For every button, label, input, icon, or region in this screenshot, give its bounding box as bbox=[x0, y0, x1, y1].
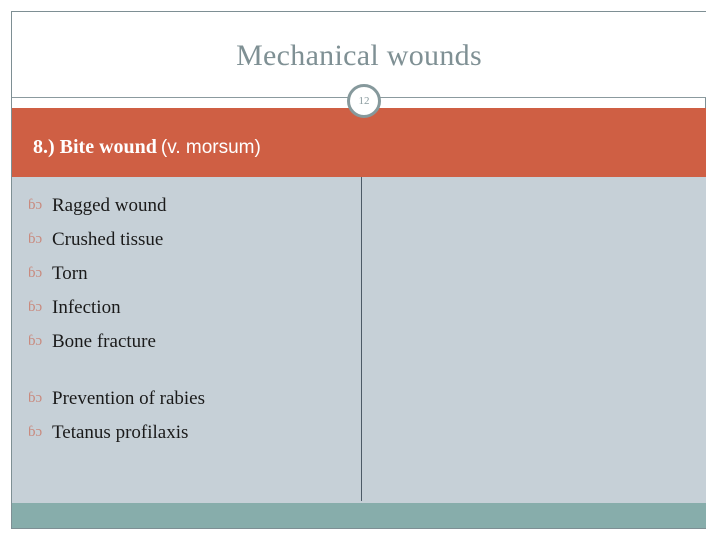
section-heading-latin: (v. morsum) bbox=[160, 137, 261, 158]
list-item: ɓɔ Tetanus profilaxis bbox=[26, 418, 346, 447]
bullet-marker-icon: ɓɔ bbox=[28, 299, 43, 315]
list-item-label: Bone fracture bbox=[52, 331, 156, 352]
list-item-label: Tetanus profilaxis bbox=[52, 422, 189, 443]
list-item: ɓɔ Infection bbox=[26, 293, 346, 322]
list-item-label: Ragged wound bbox=[52, 195, 167, 216]
list-item: ɓɔ Prevention of rabies bbox=[26, 384, 346, 413]
list-item: ɓɔ Torn bbox=[26, 259, 346, 288]
footer-bar bbox=[12, 503, 706, 528]
list-item-label: Infection bbox=[52, 297, 121, 318]
page-number-label: 12 bbox=[358, 95, 370, 107]
list-item-label: Crushed tissue bbox=[52, 229, 164, 250]
bullet-marker-icon: ɓɔ bbox=[28, 197, 43, 213]
column-divider bbox=[361, 177, 362, 501]
list-item-label: Prevention of rabies bbox=[52, 388, 206, 409]
section-heading-band: 8.) Bite wound (v. morsum) bbox=[12, 108, 706, 177]
bullet-marker-icon: ɓɔ bbox=[28, 333, 43, 349]
list-item-label: Torn bbox=[52, 263, 88, 284]
bullet-marker-icon: ɓɔ bbox=[28, 390, 43, 406]
bullet-marker-icon: ɓɔ bbox=[28, 231, 43, 247]
section-heading: 8.) Bite wound (v. morsum) bbox=[33, 136, 261, 159]
page-number-badge: 12 bbox=[347, 84, 381, 118]
slide-header: Mechanical wounds bbox=[12, 12, 706, 98]
list-item: ɓɔ Ragged wound bbox=[26, 191, 346, 220]
page-title: Mechanical wounds bbox=[236, 39, 482, 72]
bullet-marker-icon: ɓɔ bbox=[28, 424, 43, 440]
section-heading-main: 8.) Bite wound bbox=[33, 136, 157, 158]
list-item: ɓɔ Crushed tissue bbox=[26, 225, 346, 254]
bullet-marker-icon: ɓɔ bbox=[28, 265, 43, 281]
right-content-pane bbox=[362, 177, 706, 501]
list-item: ɓɔ Bone fracture bbox=[26, 327, 346, 356]
